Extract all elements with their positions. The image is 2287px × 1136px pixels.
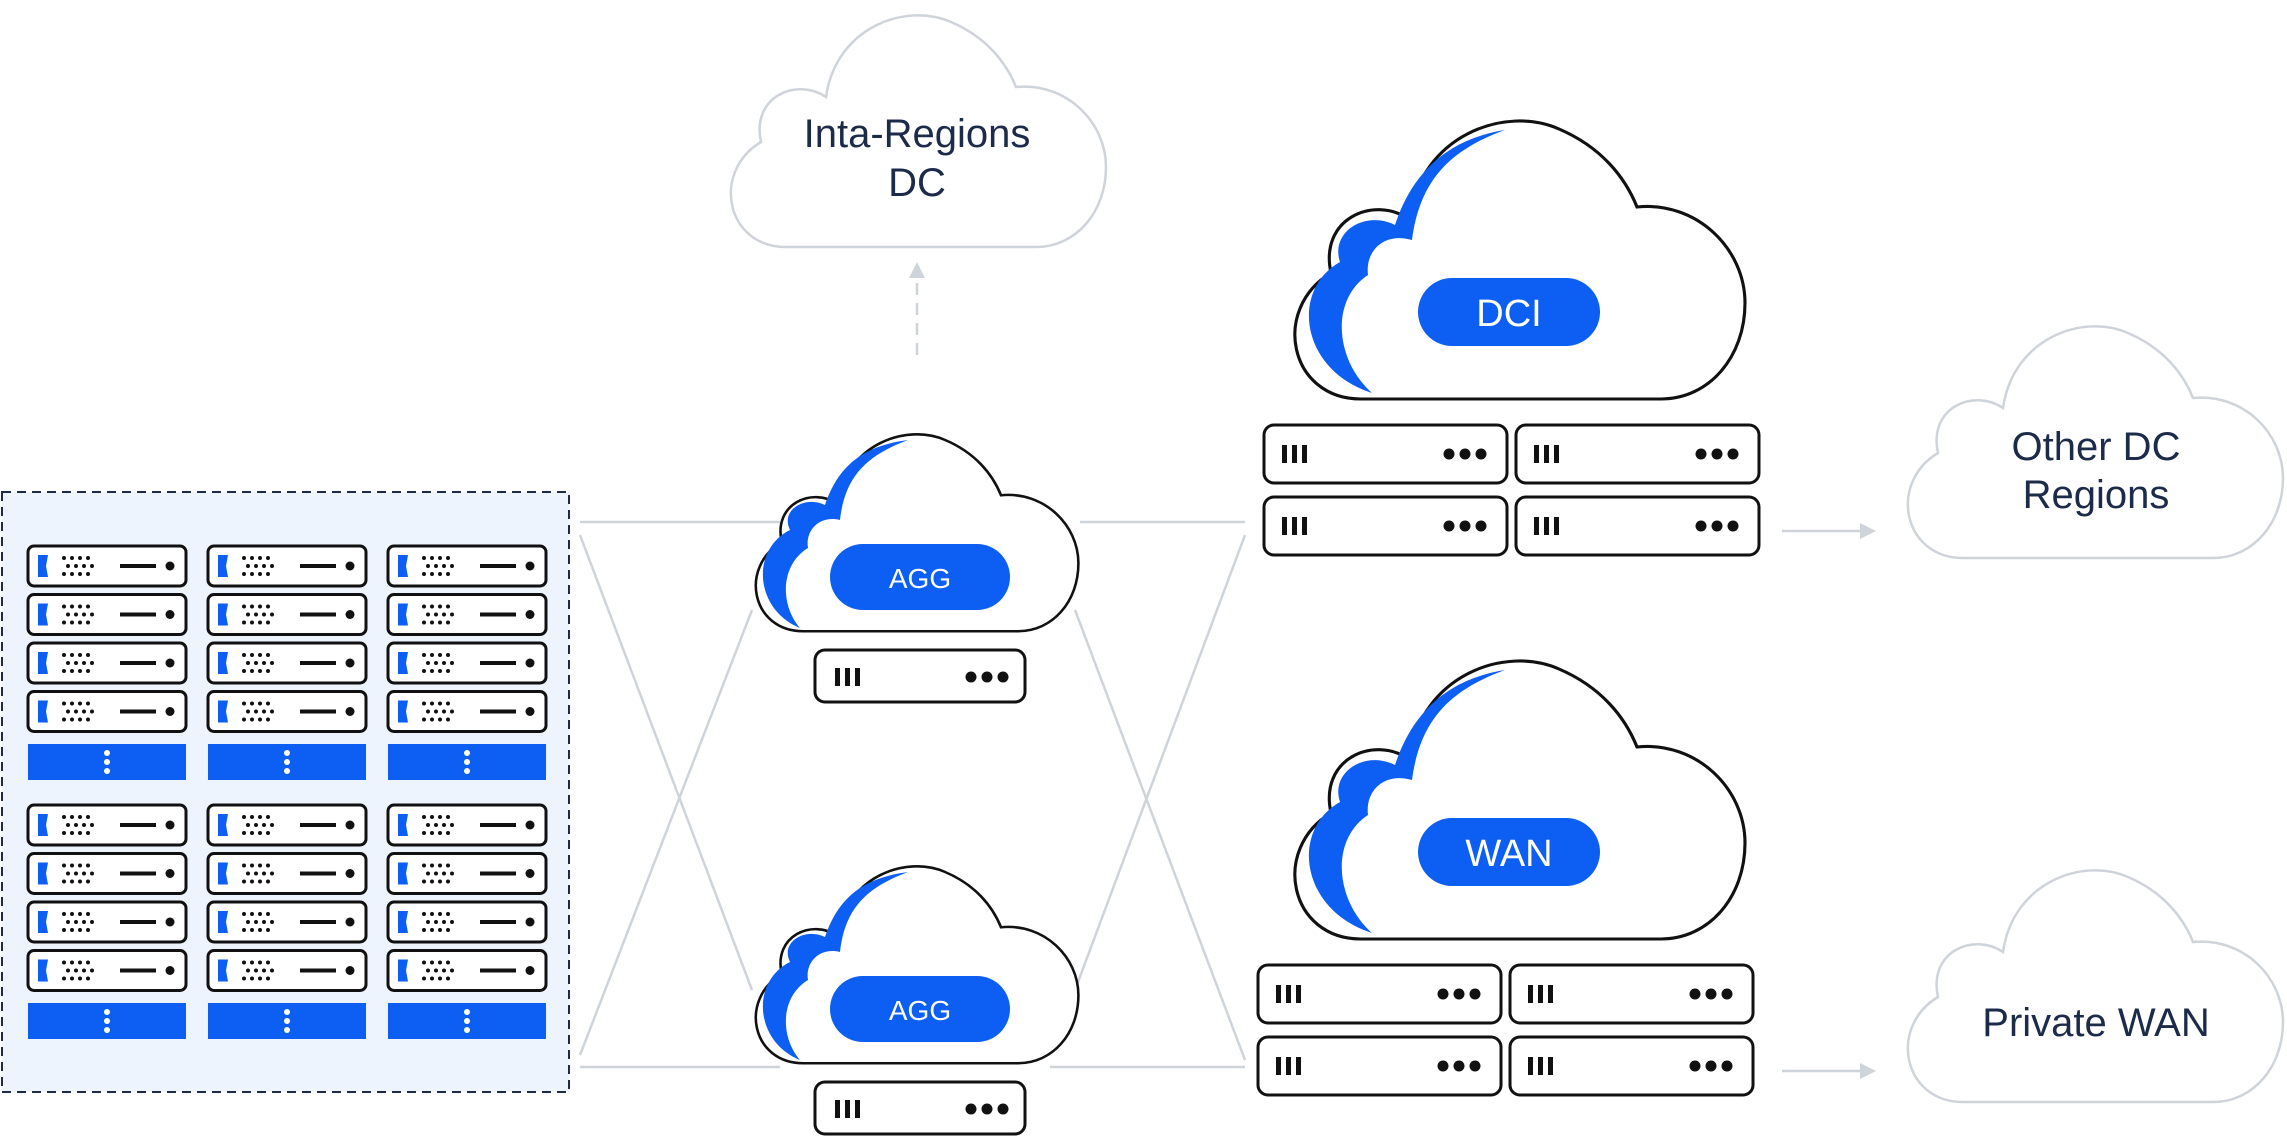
agg-bottom-label: AGG (889, 995, 951, 1026)
wan-switch-stack (1256, 963, 1755, 1097)
switch-unit (1514, 423, 1761, 485)
dci-switch-stack (1262, 423, 1761, 557)
agg-bottom-pill (830, 976, 1010, 1042)
switch-unit (1256, 1035, 1503, 1097)
cloud-agg-top: AGG (754, 433, 1080, 704)
dci-pill (1418, 278, 1600, 346)
cloud-private-wan (1906, 869, 2285, 1104)
server-unit (26, 593, 188, 636)
agg-top-pill (830, 544, 1010, 610)
server-unit (206, 803, 368, 847)
rack-base-unit (388, 744, 546, 780)
wan-pill (1418, 818, 1600, 886)
arrow-to-private-wan (1782, 1063, 1876, 1079)
cloud-agg-bottom: AGG (754, 865, 1080, 1136)
switch-unit (1508, 963, 1755, 1025)
server-unit (26, 803, 188, 847)
server-unit (386, 641, 548, 685)
server-unit (206, 949, 368, 992)
server-unit (206, 544, 368, 588)
dci-label: DCI (1476, 293, 1541, 335)
server-unit (26, 544, 188, 588)
connection-lines (578, 520, 1247, 1069)
server-rack-grid (26, 544, 548, 1039)
server-unit (206, 641, 368, 685)
link-rack-top-agg-bottom (578, 534, 754, 991)
server-unit (386, 803, 548, 847)
server-unit (386, 593, 548, 636)
link-agg-bottom-dci (1073, 534, 1247, 991)
rack-base-unit (28, 744, 186, 780)
rack-base-unit (208, 744, 366, 780)
server-unit (26, 852, 188, 895)
private-wan-label: Private WAN (1982, 1001, 2209, 1045)
switch-unit (1262, 423, 1509, 485)
rack-base-unit (388, 1003, 546, 1039)
intra-regions-label-line2: DC (888, 161, 946, 205)
intra-regions-label-line1: Inta-Regions (804, 112, 1031, 156)
server-unit (386, 690, 548, 733)
dci-swoosh (1308, 130, 1505, 393)
arrow-to-other-regions (1782, 523, 1876, 539)
agg-top-swoosh (762, 440, 908, 628)
server-unit (206, 852, 368, 895)
agg-top-label: AGG (889, 563, 951, 594)
cloud-wan: WAN (1256, 659, 1755, 1097)
switch-unit (1508, 1035, 1755, 1097)
switch-unit (1514, 495, 1761, 557)
rack-base-unit (208, 1003, 366, 1039)
agg-bottom-switch (813, 1080, 1027, 1136)
other-regions-label-line2: Regions (2023, 473, 2170, 517)
switch-unit (1262, 495, 1509, 557)
server-unit (386, 852, 548, 895)
server-unit (206, 900, 368, 944)
rack-base-unit (28, 1003, 186, 1039)
server-rack-area (1, 491, 570, 1093)
agg-bottom-swoosh (762, 872, 908, 1060)
switch-unit (1256, 963, 1503, 1025)
server-unit (386, 900, 548, 944)
server-unit (206, 593, 368, 636)
link-rack-bottom-agg-top (578, 609, 754, 1056)
wan-swoosh (1308, 670, 1505, 933)
agg-top-switch (813, 648, 1027, 704)
server-unit (386, 949, 548, 992)
server-unit (206, 690, 368, 733)
server-unit (26, 641, 188, 685)
wan-label: WAN (1465, 833, 1552, 875)
other-regions-label-line1: Other DC (2012, 425, 2181, 469)
server-unit (26, 900, 188, 944)
server-unit (26, 949, 188, 992)
server-unit (386, 544, 548, 588)
cloud-dci: DCI (1262, 119, 1761, 557)
arrow-to-intra-regions (909, 262, 925, 355)
link-agg-top-wan (1073, 609, 1247, 1061)
server-unit (26, 690, 188, 733)
